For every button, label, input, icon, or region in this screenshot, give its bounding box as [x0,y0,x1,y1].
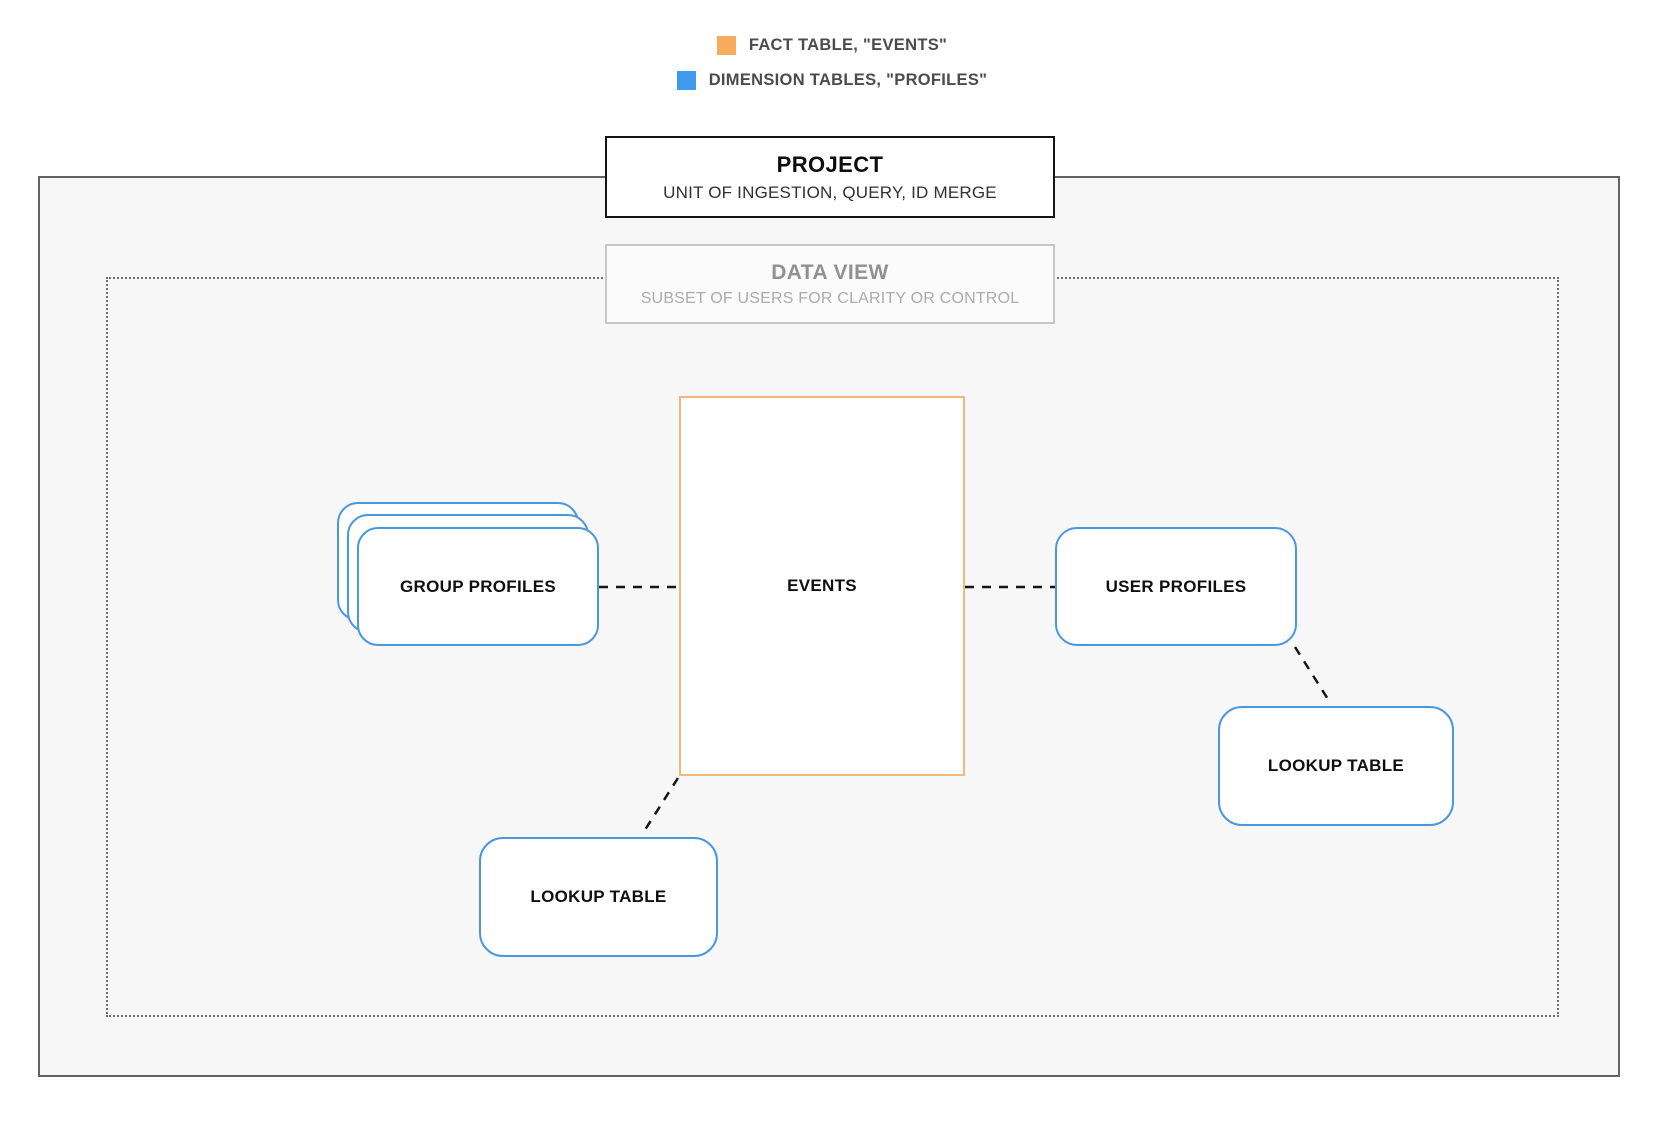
data-view-box: DATA VIEW SUBSET OF USERS FOR CLARITY OR… [605,244,1055,324]
lookup-table-left-node: LOOKUP TABLE [479,837,718,957]
lookup-table-right-node: LOOKUP TABLE [1218,706,1454,826]
lookup-table-right-node-label: LOOKUP TABLE [1267,756,1405,775]
project-subtitle: UNIT OF INGESTION, QUERY, ID MERGE [663,182,997,202]
lookup-table-left-node-label: LOOKUP TABLE [530,887,667,906]
group-profiles-node: GROUP PROFILES [357,527,599,646]
user-profiles-node: USER PROFILES [1055,527,1297,646]
group-profiles-node-label: GROUP PROFILES [400,576,556,596]
user-profiles-node-label: USER PROFILES [1105,576,1247,596]
legend-item-fact-table-label: FACT TABLE, "EVENTS" [748,36,948,54]
events-fact-table-node: EVENTS [679,396,965,776]
events-node-label: EVENTS [787,576,857,595]
fact-table-swatch-icon [716,36,736,55]
legend-item-dimension-tables: DIMENSION TABLES, "PROFILES" [676,71,988,90]
legend: FACT TABLE, "EVENTS" DIMENSION TABLES, "… [0,36,1664,90]
data-view-title: DATA VIEW [771,260,889,284]
legend-item-dimension-tables-label: DIMENSION TABLES, "PROFILES" [708,71,988,89]
dimension-tables-swatch-icon [676,71,696,90]
legend-item-fact-table: FACT TABLE, "EVENTS" [716,36,948,55]
data-view-subtitle: SUBSET OF USERS FOR CLARITY OR CONTROL [640,289,1020,307]
project-box: PROJECT UNIT OF INGESTION, QUERY, ID MER… [605,136,1055,218]
project-title: PROJECT [776,151,884,177]
